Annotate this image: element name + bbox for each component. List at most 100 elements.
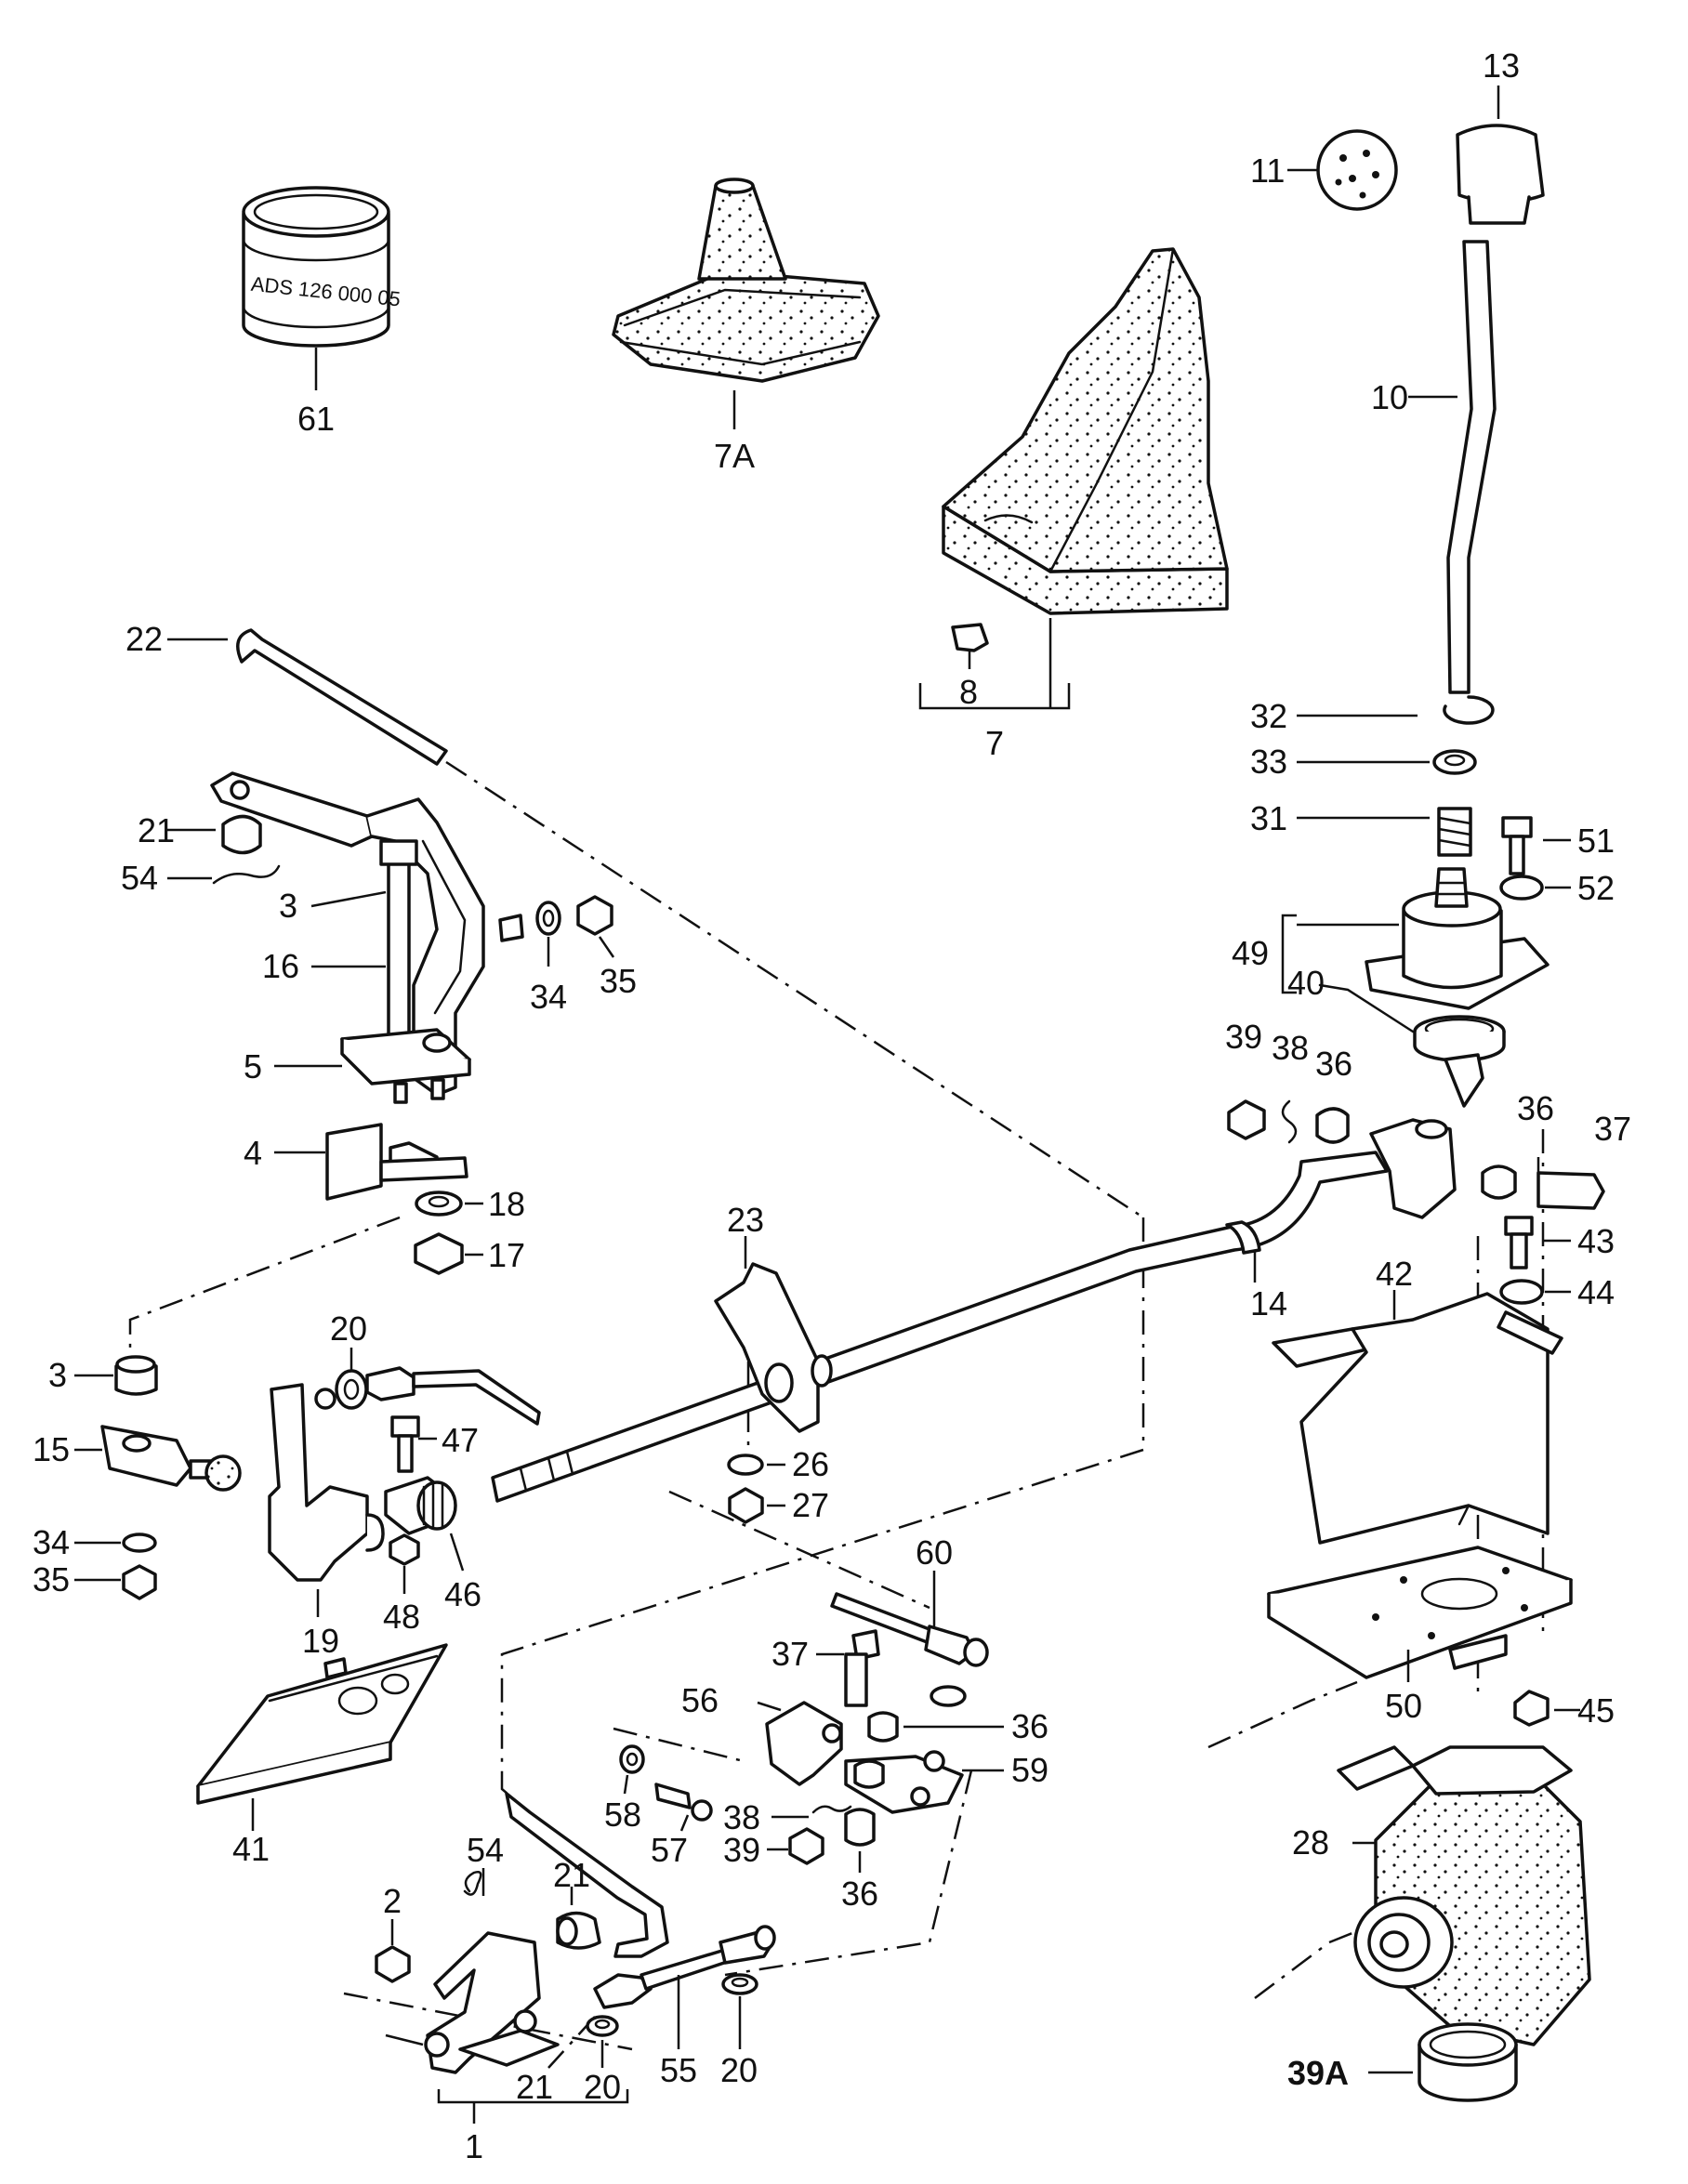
label-10: 10	[1371, 378, 1408, 416]
label-32: 32	[1250, 697, 1287, 735]
callout-labels: 13 11 10 61 7A 8 7 22 32 33 31 51 52 49 …	[33, 46, 1631, 2165]
label-35-left: 35	[33, 1560, 70, 1599]
label-36-top-b: 36	[1517, 1089, 1554, 1127]
part-20-clip-and-rod	[335, 1348, 541, 1426]
label-8: 8	[959, 673, 978, 711]
part-11-knob-ball	[1287, 129, 1398, 211]
label-54-top: 54	[121, 859, 158, 897]
label-47: 47	[442, 1421, 479, 1459]
label-39-mid: 39	[723, 1831, 760, 1869]
label-43: 43	[1577, 1222, 1615, 1260]
parts-3-15-34-35-left	[74, 1355, 242, 1600]
label-38-mid: 38	[723, 1798, 760, 1836]
label-40: 40	[1287, 964, 1325, 1002]
part-19-selector-lever	[268, 1383, 385, 1617]
label-11: 11	[1250, 151, 1285, 190]
label-7a: 7A	[714, 437, 755, 475]
label-18: 18	[488, 1185, 525, 1223]
part-22-linkage-rod	[167, 628, 448, 766]
parts-37-56-36-59	[757, 1629, 1004, 1814]
label-17: 17	[488, 1236, 525, 1274]
parts-4-18-17	[274, 1123, 483, 1275]
parts-34-35-washer-nut	[535, 895, 615, 967]
label-3-left: 3	[48, 1356, 67, 1394]
label-50: 50	[1385, 1687, 1422, 1725]
label-56: 56	[681, 1681, 719, 1719]
parts-51-52-bolt-washer	[1499, 816, 1571, 901]
label-15: 15	[33, 1430, 70, 1468]
label-4: 4	[244, 1134, 262, 1172]
part-10-shift-lever	[1408, 240, 1497, 694]
part-23-support-bracket	[714, 1236, 833, 1524]
label-14: 14	[1250, 1284, 1287, 1322]
part-14-shift-rod	[491, 1151, 1389, 1503]
part-42-bracket	[1272, 1290, 1563, 1545]
label-35-top: 35	[600, 962, 637, 1000]
label-45: 45	[1577, 1691, 1615, 1730]
label-21-low-b: 21	[516, 2068, 553, 2106]
part-49-shift-housing	[1281, 867, 1550, 1010]
label-13: 13	[1483, 46, 1520, 85]
label-31: 31	[1250, 799, 1287, 837]
part-28-gear-housing	[1337, 1745, 1591, 2046]
label-51: 51	[1577, 822, 1615, 860]
label-34-top: 34	[530, 978, 567, 1016]
part-50-base-plate	[1267, 1546, 1580, 1727]
label-39a: 39A	[1287, 2054, 1349, 2092]
label-37-top: 37	[1594, 1110, 1631, 1148]
label-5: 5	[244, 1047, 262, 1085]
label-60: 60	[916, 1533, 953, 1572]
label-61: 61	[297, 400, 335, 438]
label-36-top-a: 36	[1315, 1045, 1352, 1083]
label-26: 26	[792, 1445, 829, 1483]
label-36-mid: 36	[1011, 1707, 1048, 1745]
part-39a-cap	[1368, 2022, 1518, 2102]
label-37-mid: 37	[771, 1635, 809, 1673]
label-20-low-a: 20	[720, 2051, 758, 2089]
label-33: 33	[1250, 743, 1287, 781]
part-55-adjusting-rod	[593, 1925, 776, 2049]
parts-32-33-31-spring-stack	[1297, 695, 1495, 857]
part-61-boot-can: ADS 126 000 05	[242, 186, 402, 390]
label-16: 16	[262, 947, 299, 985]
label-59: 59	[1011, 1751, 1048, 1789]
part-7a-rubber-boot	[612, 178, 880, 429]
label-42: 42	[1376, 1255, 1413, 1293]
label-21-low-a: 21	[553, 1856, 590, 1894]
label-58: 58	[604, 1796, 641, 1834]
part-60-ball-rod	[830, 1571, 989, 1667]
part-40-ring	[1318, 983, 1506, 1108]
parts-39-38-36-37-selector	[1227, 1099, 1605, 1305]
label-19: 19	[302, 1622, 339, 1660]
label-36-low: 36	[841, 1875, 878, 1913]
lower-lever-assembly	[375, 1792, 669, 2124]
label-55: 55	[660, 2051, 697, 2089]
label-48: 48	[383, 1598, 420, 1636]
label-39-top: 39	[1225, 1018, 1262, 1056]
label-54-low: 54	[467, 1831, 504, 1869]
label-23: 23	[727, 1201, 764, 1239]
label-46: 46	[444, 1575, 481, 1613]
label-44: 44	[1577, 1273, 1615, 1311]
label-27: 27	[792, 1486, 829, 1524]
part-41-guide-plate	[196, 1643, 448, 1831]
label-57: 57	[651, 1831, 688, 1869]
label-52: 52	[1577, 869, 1615, 907]
label-38-top: 38	[1272, 1029, 1309, 1067]
label-34-left: 34	[33, 1523, 70, 1561]
label-21-top: 21	[138, 811, 175, 849]
parts-47-46-48	[384, 1415, 465, 1594]
label-1: 1	[465, 2127, 483, 2165]
parts-58-57-38-39-36	[619, 1744, 876, 1873]
label-2: 2	[383, 1882, 402, 1920]
part-13-gear-knob	[1456, 86, 1545, 225]
upper-lever-assembly	[167, 771, 524, 1104]
label-49: 49	[1232, 934, 1269, 972]
label-41: 41	[232, 1830, 270, 1868]
label-7: 7	[985, 724, 1004, 762]
label-20-low-b: 20	[584, 2068, 621, 2106]
label-28: 28	[1292, 1823, 1329, 1862]
label-22: 22	[125, 620, 163, 658]
